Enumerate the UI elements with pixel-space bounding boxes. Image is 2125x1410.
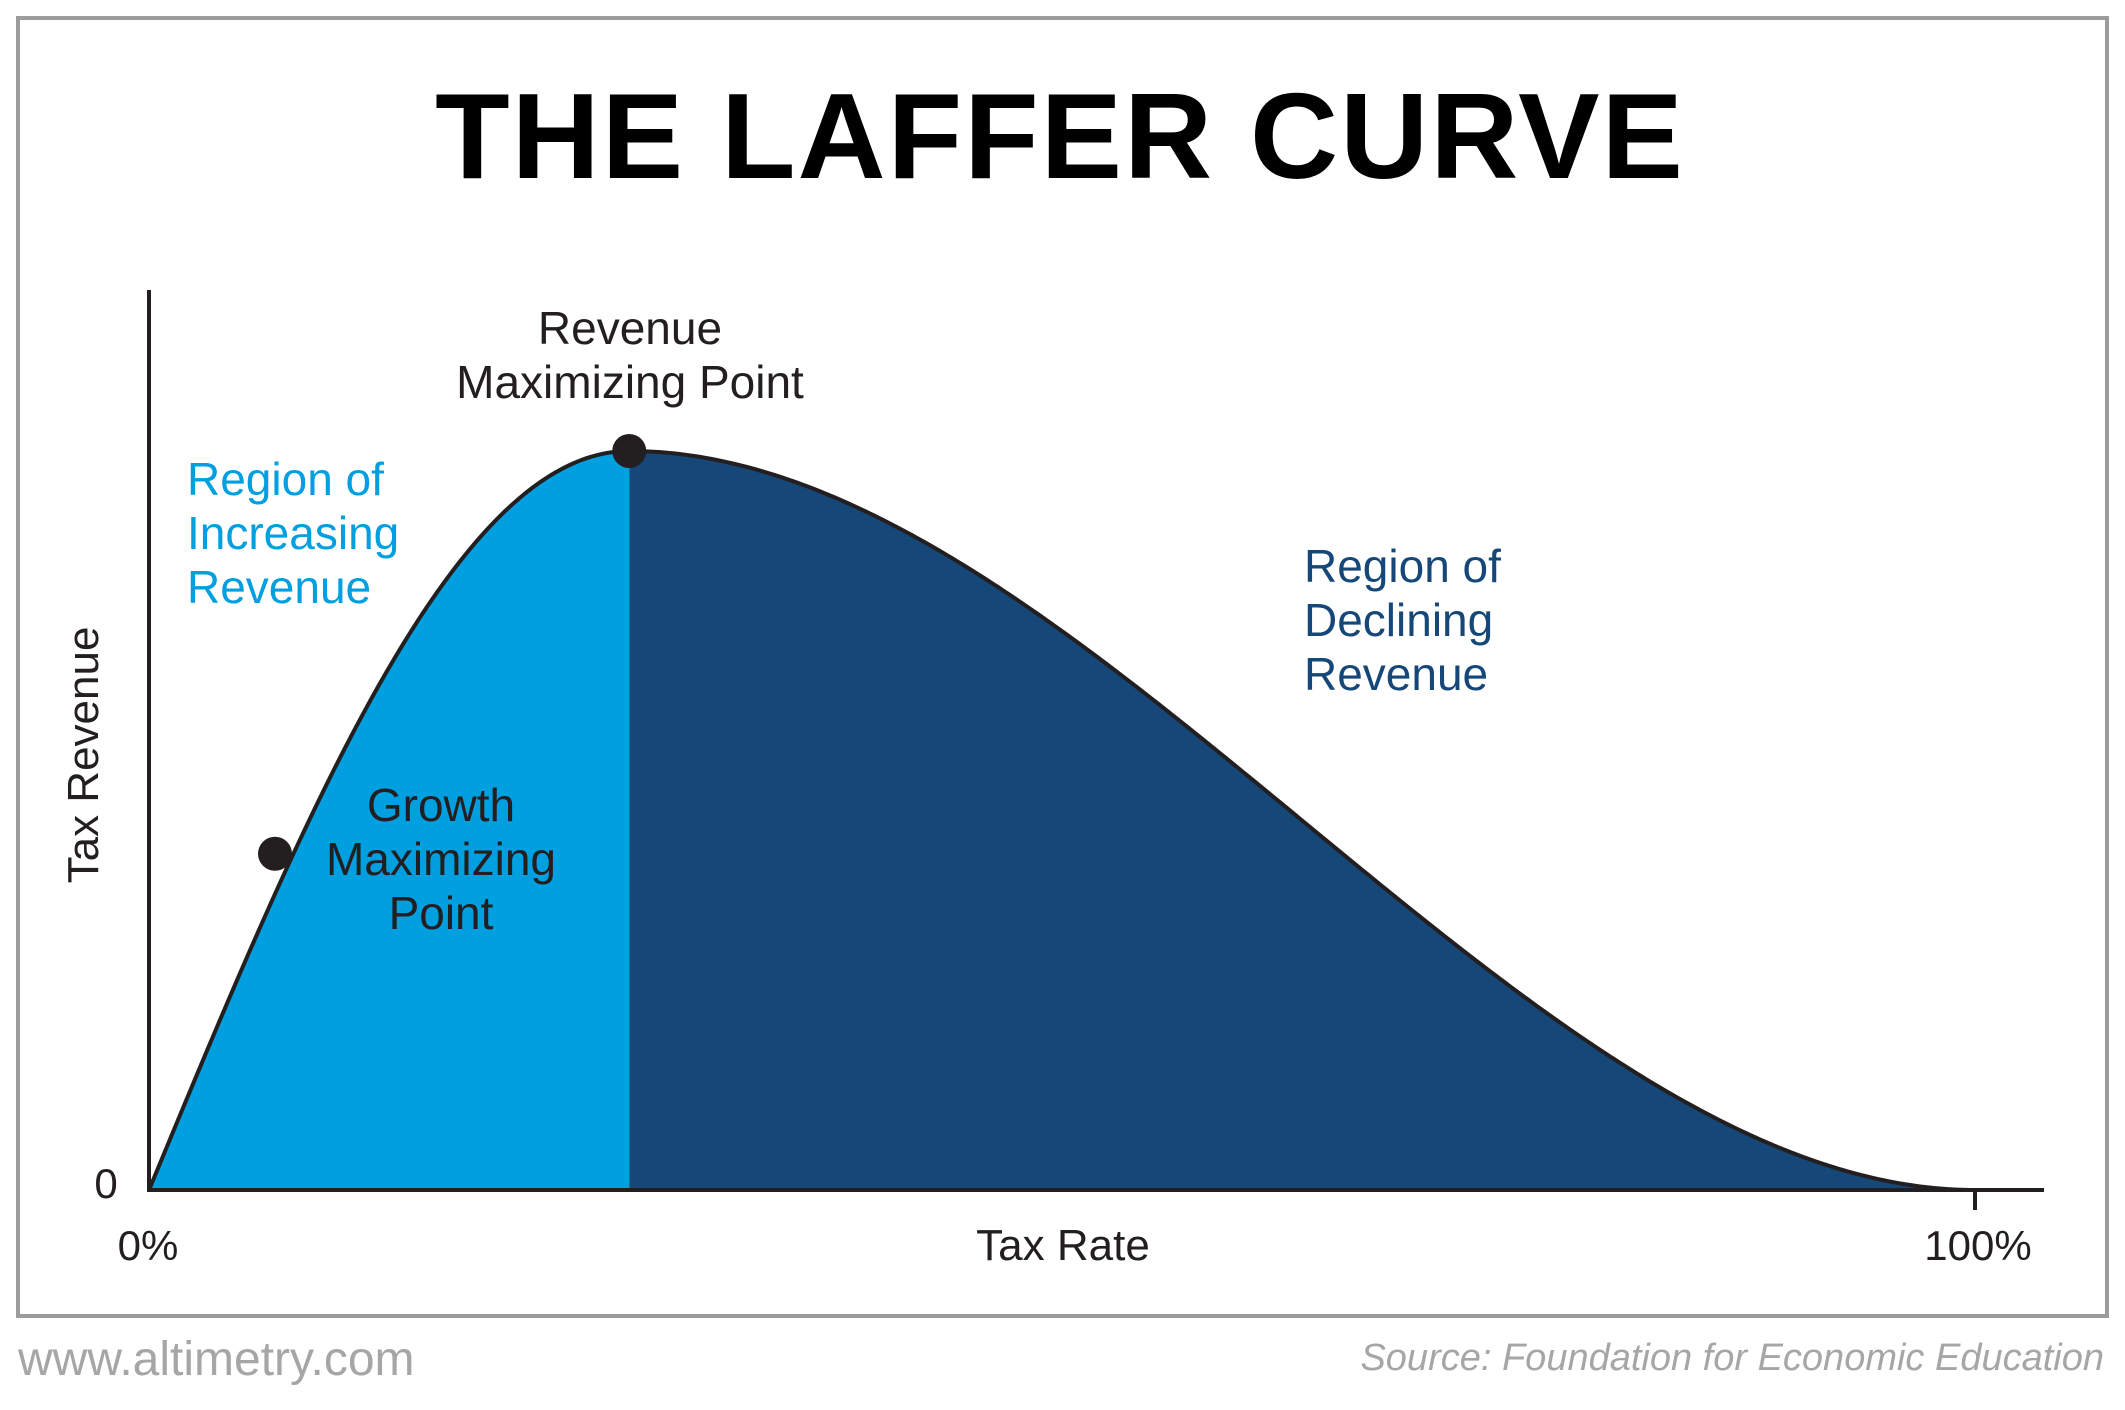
y-axis-label: Tax Revenue	[59, 627, 108, 884]
footer-website: www.altimetry.com	[17, 1333, 415, 1386]
footer-source: Source: Foundation for Economic Educatio…	[1360, 1337, 2104, 1379]
increasing-region-label-line2: Increasing	[187, 507, 399, 559]
revenue-point-label-line2: Maximizing Point	[456, 356, 804, 408]
growth-point-label-line3: Point	[389, 887, 494, 939]
y-tick-0: 0	[94, 1160, 117, 1207]
laffer-curve-line	[147, 448, 1976, 1192]
x-tick-100: 100%	[1924, 1222, 2031, 1269]
region-increasing-fill	[149, 451, 630, 1190]
declining-region-label-line3: Revenue	[1304, 648, 1488, 700]
x-axis-label: Tax Rate	[976, 1221, 1150, 1270]
chart-frame	[16, 16, 2109, 1318]
revenue-point-label-line1: Revenue	[538, 302, 722, 354]
growth-point-label-line1: Growth	[367, 779, 515, 831]
increasing-region-label-line3: Revenue	[187, 561, 371, 613]
declining-region-label-line1: Region of	[1304, 540, 1501, 592]
increasing-region-label-line1: Region of	[187, 453, 384, 505]
growth-maximizing-point	[257, 836, 292, 871]
revenue-maximizing-point	[612, 434, 647, 468]
chart-title: THE LAFFER CURVE	[435, 68, 1685, 204]
growth-point-label-line2: Maximizing	[326, 833, 556, 885]
declining-region-label-line2: Declining	[1304, 594, 1493, 646]
x-tick-0: 0%	[118, 1222, 179, 1269]
